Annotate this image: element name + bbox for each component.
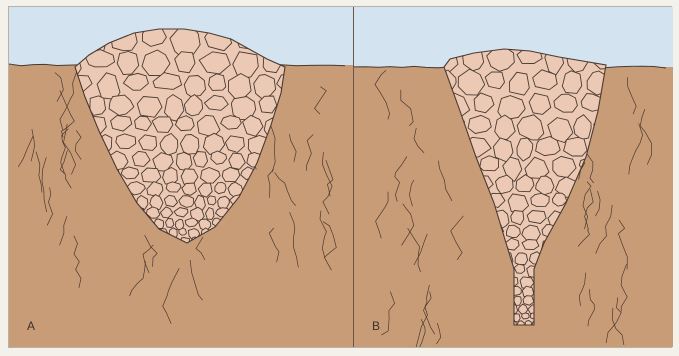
rubble-stone xyxy=(259,96,277,113)
rubble-stone xyxy=(184,76,205,97)
rubble-stone xyxy=(179,228,187,235)
rubble-stone xyxy=(564,137,588,156)
rubble-stone xyxy=(514,296,522,305)
rubble-stone xyxy=(166,182,181,192)
rubble-stone xyxy=(515,253,528,265)
panel-b-label: B xyxy=(372,319,380,333)
rubble-stone xyxy=(562,71,582,94)
panel-b-illustration xyxy=(354,7,673,347)
rubble-stone xyxy=(142,168,161,182)
rubble-stone xyxy=(176,153,192,171)
rubble-stone xyxy=(207,196,216,205)
rubble-stone xyxy=(166,218,174,227)
rubble-stone xyxy=(215,182,226,193)
panel-b: B xyxy=(354,7,673,347)
panel-a-illustration xyxy=(9,7,353,347)
rubble-stone xyxy=(90,96,106,116)
rubble-stone xyxy=(522,313,530,319)
figure-frame: A B xyxy=(8,6,672,348)
rubble-stone xyxy=(522,240,539,250)
panel-a: A xyxy=(9,7,353,347)
rubble-stone xyxy=(116,134,136,149)
rubble-stone xyxy=(531,193,549,206)
panel-a-label: A xyxy=(27,319,35,333)
